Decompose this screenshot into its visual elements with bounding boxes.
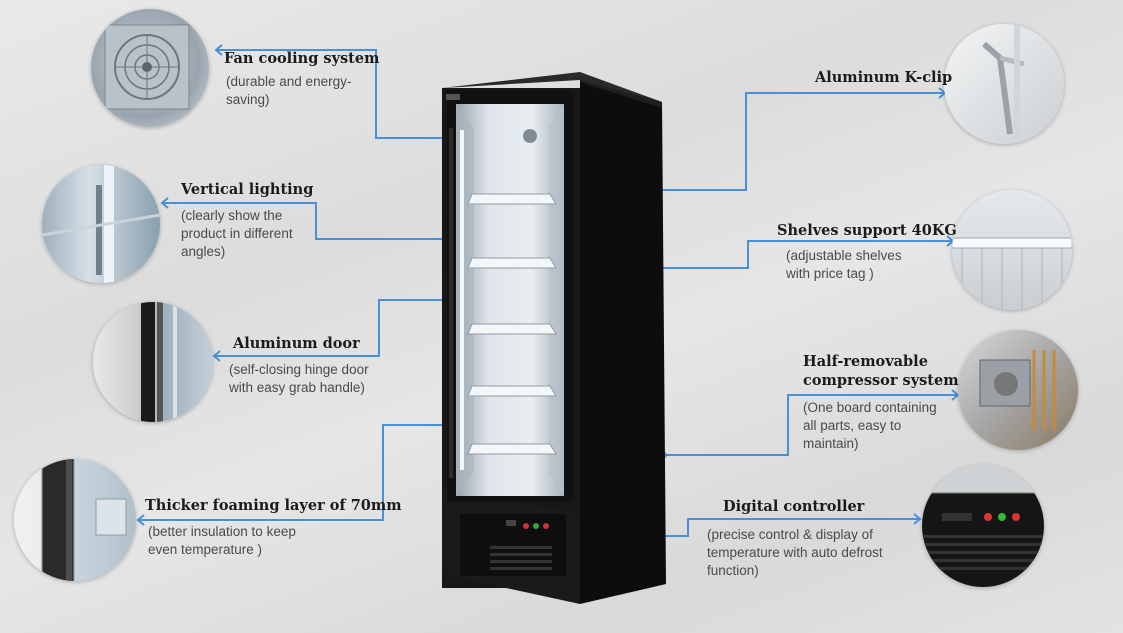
foaming-layer-title: Thicker foaming layer of 70mm [145,497,402,514]
controller-photo [922,465,1044,587]
leader-line-foam [138,424,449,521]
fan-cooling-title: Fan cooling system [224,50,380,67]
shelves-title: Shelves support 40KG [777,222,957,239]
shelf-photo [952,190,1072,310]
fan-cooling-desc: (durable and energy-saving) [226,74,352,107]
vertical-lighting-title: Vertical lighting [181,181,314,198]
aluminum-door-title: Aluminum door [233,335,360,352]
fan-photo [91,9,209,127]
compressor-photo [958,330,1078,450]
leader-line-door [214,299,448,357]
foam-layer-photo [14,459,136,581]
leader-line-compressor [664,394,958,456]
k-clip-title: Aluminum K-clip [815,69,953,86]
controller-title: Digital controller [723,498,865,515]
k-clip-photo [944,24,1064,144]
door-handle-photo [93,302,213,422]
leader-line-lighting [162,202,460,240]
vertical-lighting-photo [42,165,160,283]
refrigerator-image [442,72,666,604]
